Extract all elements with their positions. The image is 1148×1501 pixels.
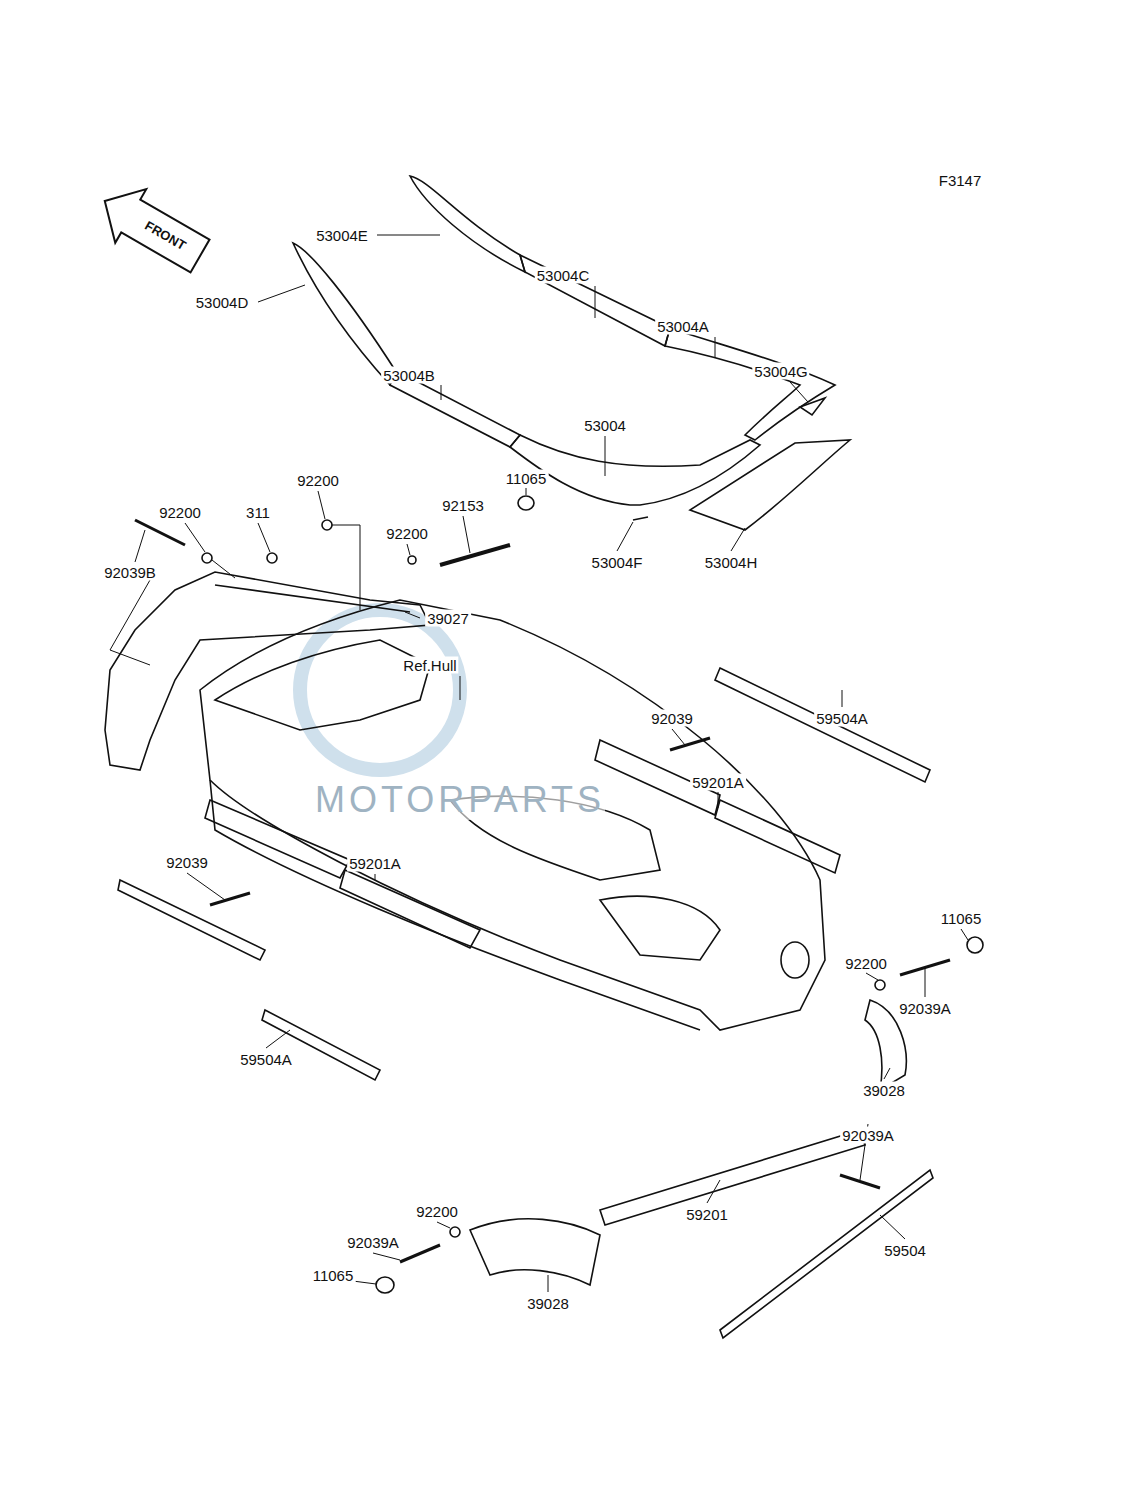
washer xyxy=(450,1227,460,1237)
deck-cover xyxy=(105,572,430,770)
callout-number: 92200 xyxy=(295,472,341,489)
seat-cover-piece xyxy=(520,255,670,346)
washer xyxy=(202,553,212,563)
seat-cover-piece xyxy=(800,398,825,415)
rivet xyxy=(400,1245,440,1262)
callout-number: 92039 xyxy=(164,854,210,871)
callout-number: 39028 xyxy=(861,1082,907,1099)
callout-number: 92200 xyxy=(157,504,203,521)
callout-number: 11065 xyxy=(939,910,984,927)
bumper xyxy=(470,1219,600,1285)
callout-number: 92039 xyxy=(649,710,695,727)
rail xyxy=(600,1130,865,1225)
callout-number: 53004C xyxy=(535,267,592,284)
callout-number: 92039A xyxy=(897,1000,953,1017)
cap xyxy=(376,1277,394,1293)
cap xyxy=(518,496,534,510)
washer xyxy=(408,556,416,564)
watermark: MOTORPARTS xyxy=(315,780,605,820)
callout-number: 59504A xyxy=(814,710,870,727)
callout-number: 92039A xyxy=(345,1234,401,1251)
bolt xyxy=(440,545,510,565)
seat-cover-piece xyxy=(293,243,395,385)
callout-number: 53004G xyxy=(752,363,809,380)
callout-number: 53004B xyxy=(381,367,437,384)
rivet xyxy=(210,893,250,905)
callout-number: 59201 xyxy=(684,1206,730,1223)
callout-number: 59504 xyxy=(882,1242,928,1259)
callout-number: 92200 xyxy=(843,955,889,972)
rail-trim xyxy=(118,880,265,960)
rail xyxy=(340,870,480,948)
callout-number: 53004E xyxy=(314,227,370,244)
rivet xyxy=(670,738,710,750)
seat-cover-piece xyxy=(410,176,525,272)
callout-number: 53004F xyxy=(590,554,645,571)
hull-console xyxy=(600,896,720,960)
deck-cover-edge xyxy=(215,585,410,612)
hull-outline xyxy=(200,600,825,1030)
callout-number: 59201A xyxy=(347,855,403,872)
callout-number: 53004H xyxy=(703,554,760,571)
watermark-ring xyxy=(300,610,460,770)
callout-number: 92039A xyxy=(840,1127,896,1144)
leader-lines xyxy=(110,235,968,1292)
callout-number: 59504A xyxy=(238,1051,294,1068)
callout-number: 311 xyxy=(244,504,272,521)
hull-side xyxy=(210,780,700,1030)
callout-number: 39028 xyxy=(525,1295,571,1312)
hull-nozzle xyxy=(781,942,809,978)
callout-number: 92153 xyxy=(440,497,486,514)
callout-number: 92200 xyxy=(384,525,430,542)
callout-number: 11065 xyxy=(504,470,549,487)
callout-number: 92200 xyxy=(414,1203,460,1220)
nut xyxy=(267,553,277,563)
callout-number: 39027 xyxy=(425,610,471,627)
washer xyxy=(322,520,332,530)
callout-number: 53004D xyxy=(194,294,251,311)
rail-trim xyxy=(262,1010,380,1080)
rail xyxy=(715,800,840,873)
callout-number: 59201A xyxy=(690,774,746,791)
callout-number: 53004 xyxy=(582,417,628,434)
callout-number: 53004A xyxy=(655,318,711,335)
callout-number: 92039B xyxy=(102,564,158,581)
rail-trim xyxy=(720,1170,933,1338)
callout-number: Ref.Hull xyxy=(401,657,458,674)
figure-number: F3147 xyxy=(937,172,984,189)
seat-cover-piece xyxy=(633,517,648,520)
cap xyxy=(967,937,983,953)
seat-cover-piece xyxy=(665,328,835,440)
callout-number: 11065 xyxy=(311,1267,356,1284)
washer xyxy=(875,980,885,990)
rivet xyxy=(135,520,185,545)
seat-cover-piece xyxy=(690,440,850,530)
front-arrow: FRONT xyxy=(95,185,215,275)
rail-trim xyxy=(715,668,930,782)
hull-opening xyxy=(215,640,430,730)
